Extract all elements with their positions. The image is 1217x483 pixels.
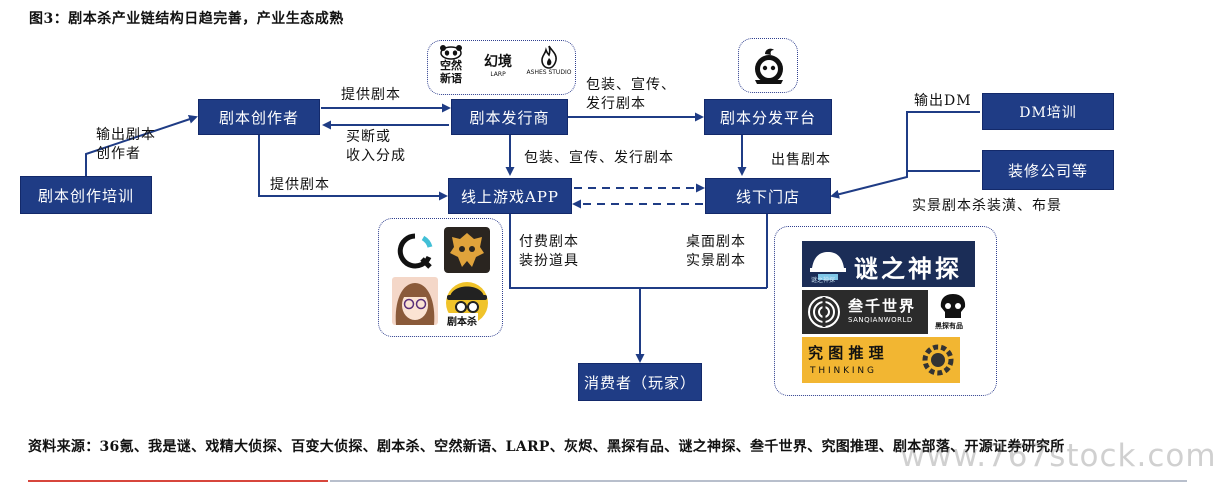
flow-connectors (85, 103, 980, 363)
node-online-app: 线上游戏APP (448, 178, 572, 214)
node-dm-training: DM培训 (982, 93, 1114, 130)
label-sell-script: 出售剧本 (771, 152, 831, 168)
flame-icon (541, 45, 557, 69)
node-script-writer: 剧本创作者 (198, 99, 320, 135)
jiutu-logo-text: 究 图 推 理 (808, 344, 884, 362)
panda-icon (440, 45, 462, 60)
huanjing-logo: 幻境 LARP (480, 51, 516, 78)
ashes-logo: ASHES STUDIO (526, 45, 572, 76)
baibian-logo (392, 277, 438, 325)
maze-icon (808, 296, 840, 328)
store-logo-group: 谜之神探 谜之神探 叁千世界 SANQIANWORLD 黑探有品 究 图 推 理… (774, 226, 997, 396)
kongran-logo-text: 空然 新语 (440, 59, 462, 85)
label-paid-props: 付费剧本 装扮道具 (519, 234, 579, 269)
mizhi-logo: 谜之神探 谜之神探 (802, 241, 975, 287)
arrow-training-to-writer (85, 114, 198, 176)
sanqian-logo-en: SANQIANWORLD (848, 316, 913, 324)
footer-rule-red (28, 480, 328, 482)
huanjing-logo-text: 幻境 (484, 54, 512, 70)
arrow-dm-to-store (830, 111, 980, 199)
gear-brain-icon (922, 344, 954, 376)
woshimi-logo (392, 229, 438, 273)
jubensha-app-logo: 剧本杀 (442, 275, 492, 328)
label-output-dm: 输出DM (914, 93, 972, 109)
label-desktop-live: 桌面剧本 实景剧本 (686, 234, 746, 269)
wizard-hat-icon (755, 48, 783, 84)
publisher-logo-group: 空然 新语 幻境 LARP ASHES STUDIO (427, 40, 576, 95)
mask-icon (450, 233, 484, 267)
heitan-logo: 黑探有品 (932, 290, 974, 334)
kongran-logo: 空然 新语 (436, 45, 466, 91)
sanqian-logo: 叁千世界 SANQIANWORLD (802, 290, 928, 334)
q-ring-icon (397, 233, 433, 269)
xijing-logo (444, 227, 490, 273)
label-provide-script-top: 提供剧本 (341, 87, 401, 103)
figure-title: 图3：剧本杀产业链结构日趋完善，产业生态成熟 (29, 11, 344, 27)
jubensha-app-text: 剧本杀 (446, 313, 478, 328)
jiutu-logo: 究 图 推 理 T H I N K I N G (802, 337, 960, 383)
footer-rule-grey (330, 480, 1187, 482)
ashes-logo-text: ASHES STUDIO (526, 69, 572, 76)
detective-hat-icon (810, 252, 846, 280)
skull-icon (940, 294, 966, 318)
label-provide-script-bottom: 提供剧本 (270, 177, 330, 193)
mizhi-small-text: 谜之神探 (811, 277, 836, 284)
larp-logo-text: LARP (490, 71, 506, 78)
label-pack-publish-top: 包装、宣传、 发行剧本 (586, 77, 676, 112)
node-decoration-company: 装修公司等 (982, 150, 1114, 190)
arrow-writer-to-app (258, 135, 448, 201)
label-output-writer: 输出剧本 创作者 (96, 126, 156, 164)
distribution-logo-group (738, 38, 798, 93)
girl-avatar-icon (395, 283, 435, 325)
node-distribution-platform: 剧本分发平台 (704, 99, 832, 135)
label-output-writer-text: 输出剧本 创作者 (96, 127, 156, 162)
node-script-training: 剧本创作培训 (20, 176, 152, 214)
thinking-logo-text: T H I N K I N G (810, 366, 874, 376)
node-consumer: 消费者（玩家） (578, 363, 702, 401)
heitan-logo-text: 黑探有品 (935, 321, 963, 330)
line-app-down (509, 214, 767, 289)
app-logo-group: 剧本杀 (378, 218, 503, 337)
arrow-decoration-to-store (906, 170, 980, 177)
watermark: www.767stock.com (900, 438, 1217, 474)
mizhi-logo-text: 谜之神探 (854, 254, 962, 283)
label-buyout-revenue: 买断或 收入分成 (346, 129, 406, 164)
label-pack-publish-bottom: 包装、宣传、发行剧本 (524, 150, 674, 166)
label-scene-decoration: 实景剧本杀装潢、布景 (912, 198, 1062, 214)
source-note: 资料来源：36氪、我是谜、戏精大侦探、百变大侦探、剧本杀、空然新语、LARP、灰… (28, 439, 1065, 455)
sanqian-logo-text: 叁千世界 (848, 297, 917, 315)
node-script-publisher: 剧本发行商 (451, 99, 568, 135)
node-offline-store: 线下门店 (705, 178, 831, 214)
